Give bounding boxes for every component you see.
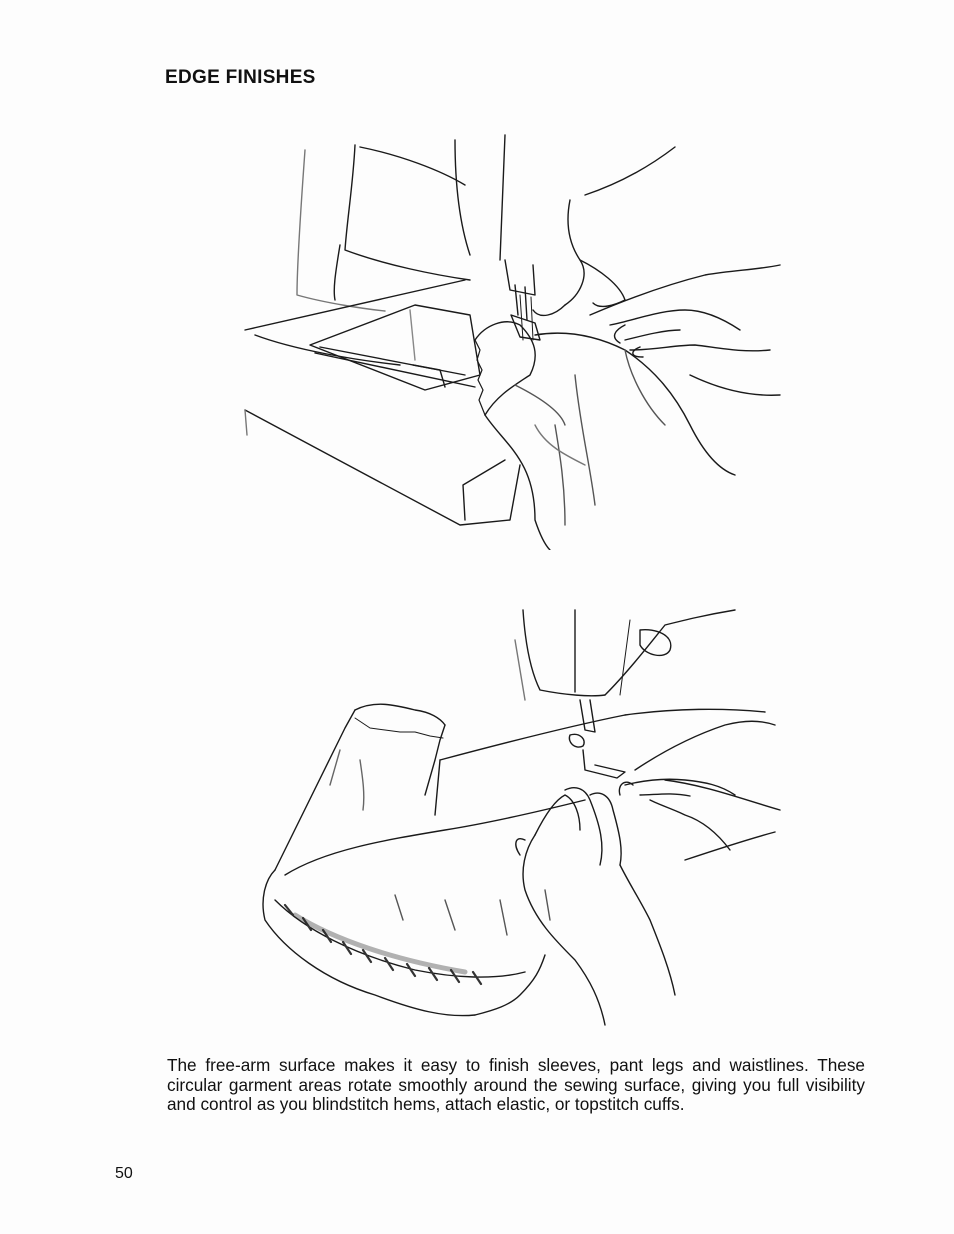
body-paragraph: The free-arm surface makes it easy to fi…: [167, 1055, 865, 1114]
pant-leg-hem-illustration: [245, 600, 785, 1030]
page-number: 50: [115, 1165, 133, 1182]
sleeve-edge-finishing-illustration: [235, 125, 795, 550]
page-title: EDGE FINISHES: [165, 67, 316, 88]
